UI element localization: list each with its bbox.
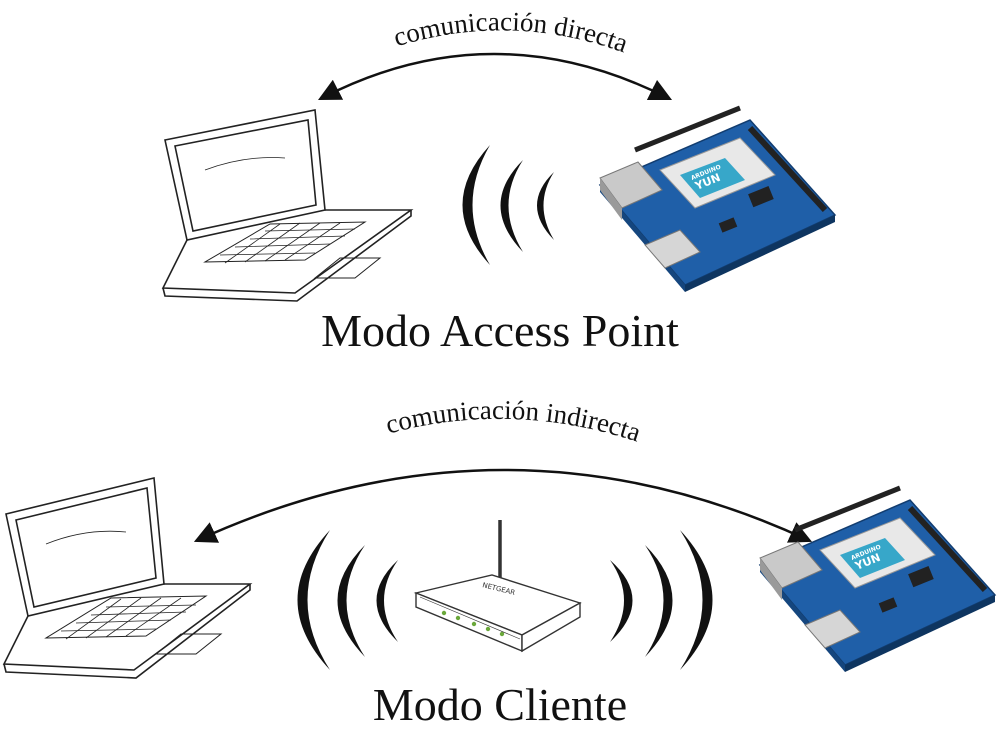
bottom-section: comunicación indirecta NETGEAR [2, 395, 997, 679]
wifi-waves-icon [462, 145, 554, 265]
wifi-waves-icon [610, 530, 713, 670]
indirect-communication-label: comunicación indirecta [382, 395, 644, 448]
top-section: comunicación directa [161, 6, 837, 302]
router-icon: NETGEAR [413, 520, 582, 653]
arduino-yun-board: YUN ARDUINO [598, 105, 837, 292]
direct-communication-label: comunicación directa [390, 6, 632, 58]
access-point-mode-title: Modo Access Point [321, 305, 679, 356]
indirect-communication-arrow [193, 468, 813, 543]
arduino-yun-board: YUN ARDUINO [758, 485, 997, 672]
wifi-waves-icon [297, 530, 398, 670]
laptop-icon [161, 109, 414, 302]
direct-communication-arrow [317, 52, 673, 101]
laptop-icon [2, 477, 253, 679]
client-mode-title: Modo Cliente [372, 679, 628, 730]
